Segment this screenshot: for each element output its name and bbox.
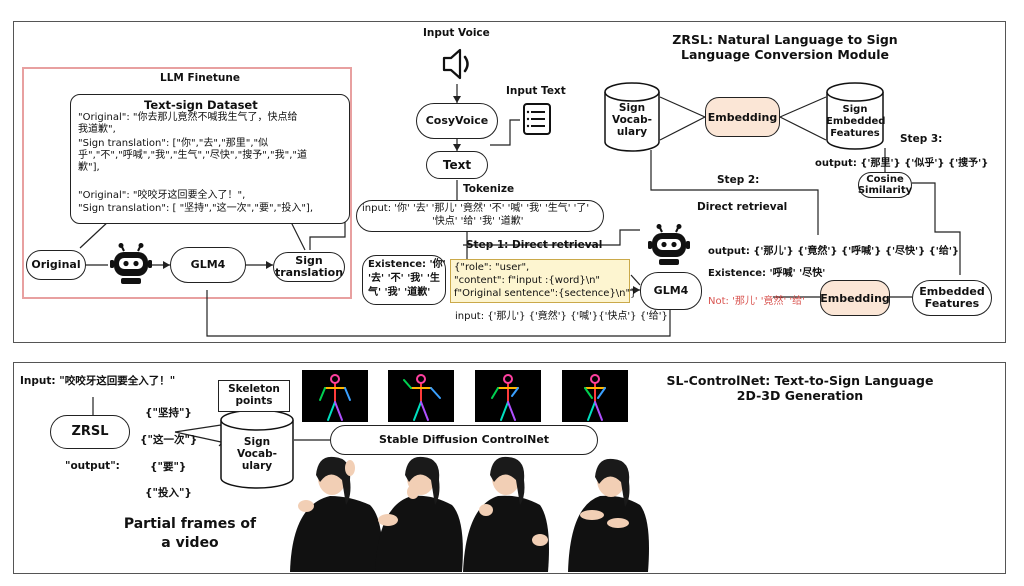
not-line: Not: '那儿' '竟然' '给' [708,296,805,307]
sl-controlnet-title: SL-ControlNet: Text-to-Sign Language 2D-… [666,373,934,403]
glm4-node: GLM4 [640,272,702,310]
partial-frames-label: Partial frames of a video [123,516,257,551]
dataset-line-1: 我道歉", [78,124,116,135]
existence2: Existence: '呼喊' '尽快' [708,268,826,279]
dataset-line-3: 乎","不","呼喊","我","生气","尽快","搜予","我","道 [78,150,308,161]
output-step2: output: {'那儿'} {'竟然'} {'呼喊'} {'尽快'} {'给'… [708,246,960,257]
sign-vocab-label: Sign Vocab- ulary [612,102,652,138]
existence-box [362,255,446,305]
dataset-title: Text-sign Dataset [144,98,258,112]
cosyvoice-node: CosyVoice [416,103,498,139]
step1-label: Step 1: Direct retrieval [466,239,603,251]
dataset-line-0: "Original": "你去那儿竟然不喊我生气了，快点给 [78,112,298,123]
signer-2 [375,456,463,572]
existence-line-2: 气' '我' '道歉' [368,287,431,298]
embedded-features-node: Embedded Features [912,280,992,316]
original-node: Original [26,250,86,280]
prompt-line-0: {"role": "user", [454,262,530,273]
sign-embedded-cylinder [825,82,885,150]
text-document-icon [520,102,554,136]
signer-1 [290,456,383,572]
embedding-top-node: Embedding [705,97,780,137]
prompt-box [450,259,630,303]
skeleton-points-label: Skeleton points [228,383,280,407]
input-tokens-line-1: input: '你' '去' '那儿' '竟然' '不' '喊' '我' '生气… [362,203,590,214]
input-tokens-box [356,200,604,232]
output-label: "output": [65,460,120,472]
sign-vocab-cylinder-2 [219,408,295,490]
input-text-label: Input Text [506,85,566,97]
embedding-bottom-node: Embedding [820,280,890,316]
signer-3 [463,456,549,572]
skeleton-points-box [218,380,290,412]
step3-label: Step 3: [900,133,943,145]
word-3: {"投入"} [145,487,192,499]
llm-finetune-box [22,67,352,299]
text-node: Text [426,151,488,179]
word-0: {"坚持"} [145,407,192,419]
robot-icon-2 [646,224,692,270]
text-sign-dataset-box [70,94,350,224]
prompt-line-1: "content": f"input :{word}\n" [454,275,601,286]
existence-line-1: '去' '不' '我' '生 [368,273,440,284]
sign-embedded-features-label: Sign Embedded Features [826,104,886,139]
input-tokens-line-2: '快点' '给' '我' '道歉' [432,216,524,227]
stable-diffusion-node: Stable Diffusion ControlNet [330,425,598,455]
zrsl-title: ZRSL: Natural Language to Sign Language … [672,32,898,62]
word-1: {"这一次"} [140,434,198,446]
output-step3: output: {'那里'} {'似乎'} {'搜予'} [815,158,989,169]
tokenize-label: Tokenize [463,183,515,195]
zrsl-node: ZRSL [50,415,130,449]
prompt-line-2: f"Original sentence":{sectence}\n"} [454,288,637,299]
existence-line-0: Existence: '你' [368,259,446,270]
input-missing-line: input: {'那儿'} {'竟然'} {'喊'}{'快点'} {'给'} [455,311,668,322]
speaker-icon [441,46,475,82]
glm4-finetune-node: GLM4 [170,247,246,283]
generation-input-line: Input: "咬咬牙这回要全入了！" [20,375,176,387]
sign-vocab-cylinder [603,82,661,152]
step2-label: Step 2: [717,174,760,186]
cosine-similarity-node: Cosine Similarity [857,172,913,198]
robot-icon [108,243,154,289]
llm-finetune-title: LLM Finetune [160,72,240,84]
dataset-line-6: "Original": "咬咬牙这回要全入了！", [78,190,246,201]
dataset-line-4: 歉"], [78,162,100,173]
direct-retrieval-label: Direct retrieval [697,201,788,213]
sign-translation-node: Sign translation [273,252,345,282]
sign-vocab-label-2: Sign Vocab- ulary [237,436,277,472]
dataset-line-7: "Sign translation": [ "坚持","这一次","要","投入… [78,203,313,214]
word-2: {"要"} [150,461,187,473]
signer-4 [568,458,649,572]
input-voice-label: Input Voice [423,27,490,39]
dataset-line-2: "Sign translation": ["你","去","那里","似 [78,138,269,149]
